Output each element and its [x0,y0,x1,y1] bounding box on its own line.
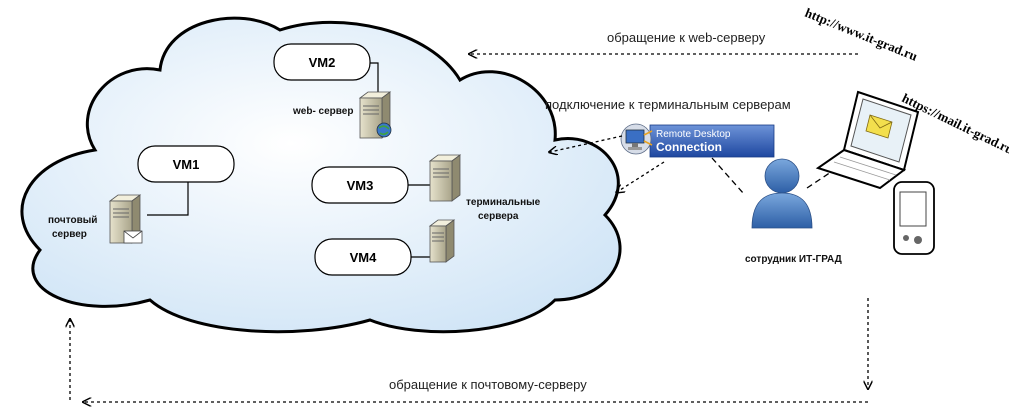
mail-server-label-line1: почтовый [48,215,97,226]
employee-label: сотрудник ИТ-ГРАД [745,254,842,265]
employee-icon [751,158,813,229]
vm2-connector [367,62,379,92]
vm4-box: VM4 [314,238,412,276]
vm1-connector [147,176,189,216]
web-server-label: web- сервер [292,106,353,117]
pda-icon [893,181,935,255]
vm1-box: VM1 [137,145,235,183]
vm4-label: VM4 [350,250,378,265]
terminal-connection-label: подключение к терминальным серверам [545,97,791,112]
terminal-servers-label-line1: терминальные [466,197,541,208]
vm3-label: VM3 [347,178,374,193]
rdp-arrow-lower [617,161,665,192]
web-server-icon [358,91,392,139]
terminal-servers-label-line2: сервера [478,211,519,222]
vm3-box: VM3 [311,166,409,204]
remote-desktop-connection-icon: Remote Desktop Connection [620,123,775,158]
mail-request-label: обращение к почтовому-серверу [389,377,587,392]
rdp-line2: Connection [656,140,722,154]
mail-server-icon [108,194,143,244]
rdp-arrow-upper [550,135,623,152]
laptop-icon [815,90,920,190]
web-request-label: обращение к web-серверу [607,30,766,45]
rdp-to-employee-line [711,157,745,195]
mail-server-label-line2: сервер [52,229,87,240]
vm1-label: VM1 [173,157,200,172]
vm2-box: VM2 [273,43,371,81]
http-url: http://www.it-grad.ru [803,5,920,64]
rdp-line1: Remote Desktop [656,129,731,140]
terminal-server-icon-2 [428,219,456,263]
vm2-label: VM2 [309,55,336,70]
email-envelope-icon [865,114,893,139]
terminal-server-icon-1 [428,154,462,202]
